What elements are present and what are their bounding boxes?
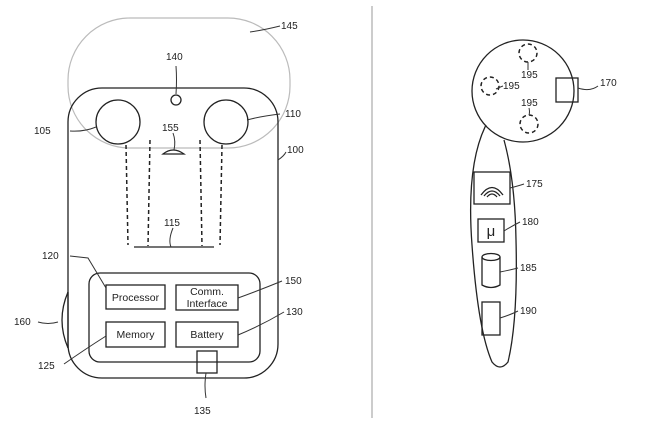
ref-115: 115 [164,218,180,229]
earbud-head [472,40,574,142]
leader-160 [38,322,58,324]
ref-170: 170 [600,78,617,89]
sensor [163,150,184,154]
head-component [556,78,578,102]
stem-left-inner [148,140,150,246]
battery-label: Battery [190,329,224,341]
leader-105 [70,127,96,131]
battery-top [482,254,500,261]
battery-body [482,257,500,288]
ref-145: 145 [281,21,298,32]
ref-190: 190 [520,306,537,317]
stem-left [126,145,128,245]
leader-195-bottom [529,108,530,115]
ref-135: 135 [194,406,211,417]
ref-140: 140 [166,52,183,63]
earbud-left [96,100,140,144]
leader-130 [238,312,284,335]
sensor-circle-bottom [520,115,538,133]
stem-right [220,145,222,245]
case-lid [68,18,290,148]
ref-185: 185 [520,263,537,274]
ref-195-left: 195 [503,81,520,92]
leader-185 [500,268,518,272]
ref-130: 130 [286,307,303,318]
ref-180: 180 [522,217,539,228]
ref-100: 100 [287,145,304,156]
bottom-component [482,302,500,335]
leader-135 [205,373,206,398]
ref-195-top: 195 [521,70,538,81]
stem-right-inner [200,140,202,246]
indicator-light [171,95,181,105]
leader-125 [64,336,106,364]
comm-label-line1: Comm. [190,286,224,298]
comm-label-line2: Interface [187,298,228,310]
leader-120 [70,256,106,288]
ref-175: 175 [526,179,543,190]
ref-105: 105 [34,126,51,137]
ref-120: 120 [42,251,59,262]
leader-170 [578,86,598,90]
processor-label: Processor [112,292,160,304]
ref-155: 155 [162,123,179,134]
ref-150: 150 [285,276,302,287]
speaker-wave-icon [481,188,503,198]
earbud-right [204,100,248,144]
memory-label: Memory [117,329,156,341]
electronics-compartment [89,273,260,362]
sensor-circle-left [481,77,499,95]
ref-195-bottom: 195 [521,98,538,109]
case-figure: Processor Comm. Interface Memory Battery… [14,18,304,417]
earbud-figure: μ 195 195 195 170 175 180 185 190 [471,40,618,367]
leader-115 [170,228,173,247]
leader-140 [176,66,177,94]
leader-110 [247,114,280,120]
earbud-stem [471,125,517,367]
ref-160: 160 [14,317,31,328]
leader-180 [504,222,520,231]
mu-symbol: μ [487,223,496,240]
ref-125: 125 [38,361,55,372]
leader-100 [278,152,286,160]
ref-110: 110 [285,109,301,120]
side-button [62,292,68,348]
leader-145 [250,26,280,32]
sensor-circle-top [519,44,537,62]
